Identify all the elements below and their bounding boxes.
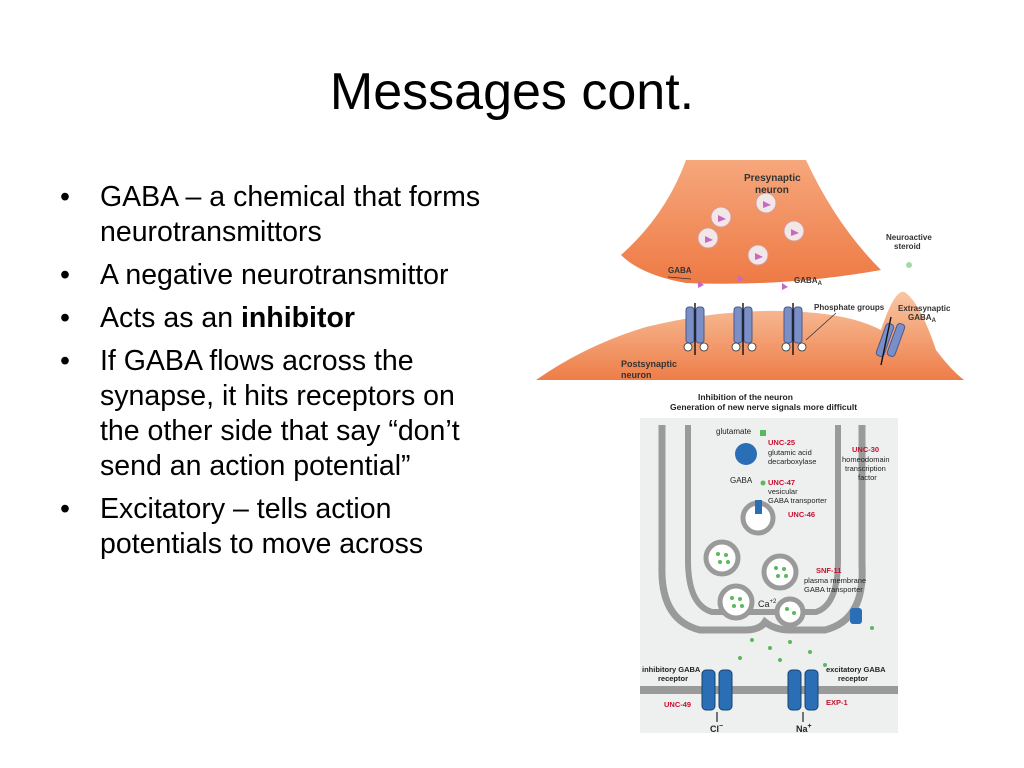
gaba-synapse-diagram: Presynaptic neuron Postsynaptic neuron G… <box>536 160 964 380</box>
vesicular-transporter-label: GABA transporter <box>768 496 827 505</box>
bullet-item: • Acts as an inhibitor <box>60 301 500 336</box>
phosphate-groups-label: Phosphate groups <box>814 303 885 312</box>
released-gaba <box>738 626 874 667</box>
ion-arrows <box>694 303 892 366</box>
snf11-transporter <box>850 608 862 624</box>
bullet-dot: • <box>60 302 70 334</box>
postsynaptic-neuron-label: neuron <box>621 370 652 380</box>
postsynaptic-label: Postsynaptic <box>621 359 677 369</box>
bullet-bold-text: inhibitor <box>240 302 355 334</box>
bullet-dot: • <box>60 181 70 213</box>
presynaptic-inner <box>685 425 841 615</box>
phosphate-markers <box>683 342 807 352</box>
extrasynaptic-gaba-label: GABAA <box>908 313 937 324</box>
bullet-text: Excitatory – tells action potentials to … <box>100 493 424 560</box>
gaba-small-label: GABA <box>730 476 753 485</box>
inhibition-heading: Inhibition of the neuron <box>698 392 793 402</box>
glutamate-square <box>760 430 766 436</box>
bullet-dot: • <box>60 345 70 377</box>
chloride-label: Cl− <box>710 723 723 734</box>
glutamate-label: glutamate <box>716 427 752 436</box>
transcription-label: transcription <box>845 464 886 473</box>
vesicle-transporter <box>755 500 762 514</box>
gaba-a-label: GABAA <box>794 276 823 287</box>
bullet-text: GABA – a chemical that forms neurotransm… <box>100 181 481 248</box>
neuroactive-label: Neuroactive <box>886 233 932 242</box>
sodium-label: Na+ <box>796 723 812 734</box>
inhibitory-receptor-label-2: receptor <box>658 674 688 683</box>
presynaptic-label: Presynaptic <box>744 173 801 184</box>
plasma-membrane-label: plasma membrane <box>804 576 866 585</box>
steroid-dot <box>906 262 912 268</box>
extrasynaptic-label: Extrasynaptic <box>898 304 951 313</box>
unc49-label: UNC-49 <box>664 700 691 709</box>
bullet-dot: • <box>60 259 70 291</box>
factor-label: factor <box>858 473 877 482</box>
bullet-dot: • <box>60 493 70 525</box>
gaba-receptors <box>701 669 819 711</box>
bullet-text: A negative neurotransmittor <box>100 259 449 291</box>
glutamic-acid-label: glutamic acid <box>768 448 812 457</box>
excitatory-receptor-label: excitatory GABA <box>826 665 886 674</box>
gaba-molecules <box>698 201 799 290</box>
bullet-item: • Excitatory – tells action potentials to… <box>60 492 500 562</box>
homeodomain-label: homeodomain <box>842 455 890 464</box>
gaba-label: GABA <box>668 266 692 275</box>
gad-enzyme <box>735 443 757 465</box>
gaba-dot <box>760 480 766 486</box>
unc25-label: UNC-25 <box>768 438 795 447</box>
presynaptic-neuron-shape <box>621 160 881 284</box>
steroid-label: steroid <box>894 242 921 251</box>
gaba-vesicles <box>703 539 806 628</box>
excitatory-receptor-label-2: receptor <box>838 674 868 683</box>
postsynaptic-membrane <box>640 686 898 694</box>
calcium-label: Ca+2 <box>758 599 777 609</box>
vesicular-label: vesicular <box>768 487 798 496</box>
unc47-label: UNC-47 <box>768 478 795 487</box>
bullet-list: • GABA – a chemical that forms neurotrans… <box>60 180 500 570</box>
unc46-label: UNC-46 <box>788 510 815 519</box>
bullet-text: Acts as an <box>100 302 241 334</box>
bullet-item: • If GABA flows across the synapse, it hi… <box>60 344 500 484</box>
vesicle-gaba-content <box>716 552 796 615</box>
gaba-pathway-diagram: Inhibition of the neuron Generation of n… <box>640 392 898 734</box>
exp1-label: EXP-1 <box>826 698 848 707</box>
bullet-text: If GABA flows across the synapse, it hit… <box>100 345 460 482</box>
bullet-item: • A negative neurotransmittor <box>60 258 500 293</box>
snf11-label: SNF-11 <box>816 566 841 575</box>
gaba-leader <box>667 276 692 280</box>
presynaptic-neuron-label: neuron <box>755 185 789 196</box>
slide-title: Messages cont. <box>329 63 695 121</box>
inhibitory-receptor-label: inhibitory GABA <box>642 665 701 674</box>
gaba-a-receptors <box>685 306 906 357</box>
inhibition-subheading: Generation of new nerve signals more dif… <box>670 402 857 412</box>
phosphate-leader <box>805 312 837 341</box>
bullet-item: • GABA – a chemical that forms neurotrans… <box>60 180 500 250</box>
decarboxylase-label: decarboxylase <box>768 457 816 466</box>
plasma-transporter-label: GABA transporter <box>804 585 863 594</box>
unc30-label: UNC-30 <box>852 445 879 454</box>
